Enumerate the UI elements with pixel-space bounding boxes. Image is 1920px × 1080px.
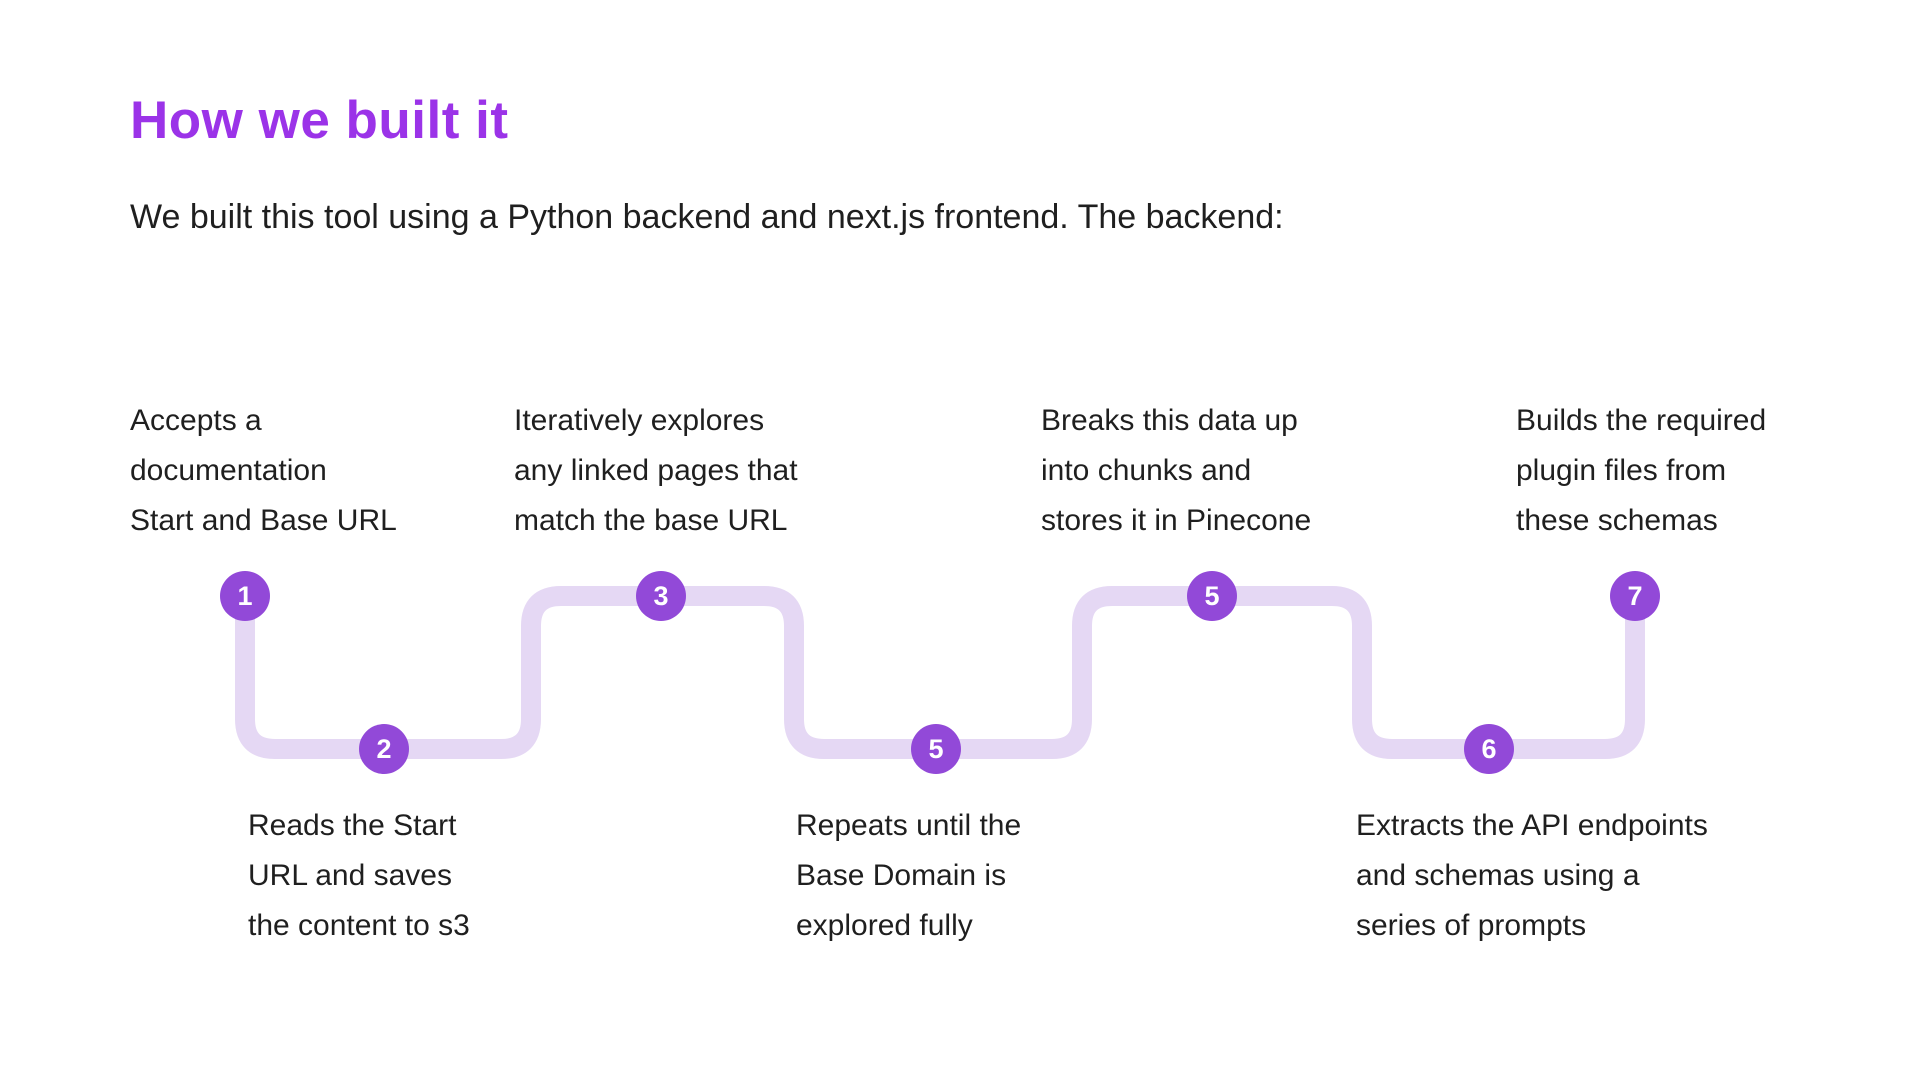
step-label-3: Iteratively explores any linked pages th… — [514, 404, 798, 537]
step-node-5: 5 — [1187, 571, 1237, 621]
step-node-6: 6 — [1464, 724, 1514, 774]
step-number: 1 — [237, 580, 253, 611]
page-subtitle: We built this tool using a Python backen… — [130, 198, 1284, 236]
step-label-6: Extracts the API endpoints and schemas u… — [1356, 809, 1708, 942]
step-label-1: Accepts a documentation Start and Base U… — [130, 404, 397, 537]
step-number: 3 — [653, 580, 669, 611]
step-node-4: 5 — [911, 724, 961, 774]
step-number: 5 — [928, 733, 944, 764]
step-number: 7 — [1627, 580, 1643, 611]
step-node-1: 1 — [220, 571, 270, 621]
step-number: 6 — [1481, 733, 1497, 764]
step-label-5: Breaks this data up into chunks and stor… — [1041, 404, 1312, 537]
step-label-2: Reads the Start URL and saves the conten… — [248, 809, 470, 942]
step-number: 2 — [376, 733, 392, 764]
step-number: 5 — [1204, 580, 1220, 611]
step-node-7: 7 — [1610, 571, 1660, 621]
step-label-7: Builds the required plugin files from th… — [1516, 404, 1767, 537]
step-node-2: 2 — [359, 724, 409, 774]
step-node-3: 3 — [636, 571, 686, 621]
page-title: How we built it — [130, 91, 509, 150]
step-label-4: Repeats until the Base Domain is explore… — [796, 809, 1022, 942]
